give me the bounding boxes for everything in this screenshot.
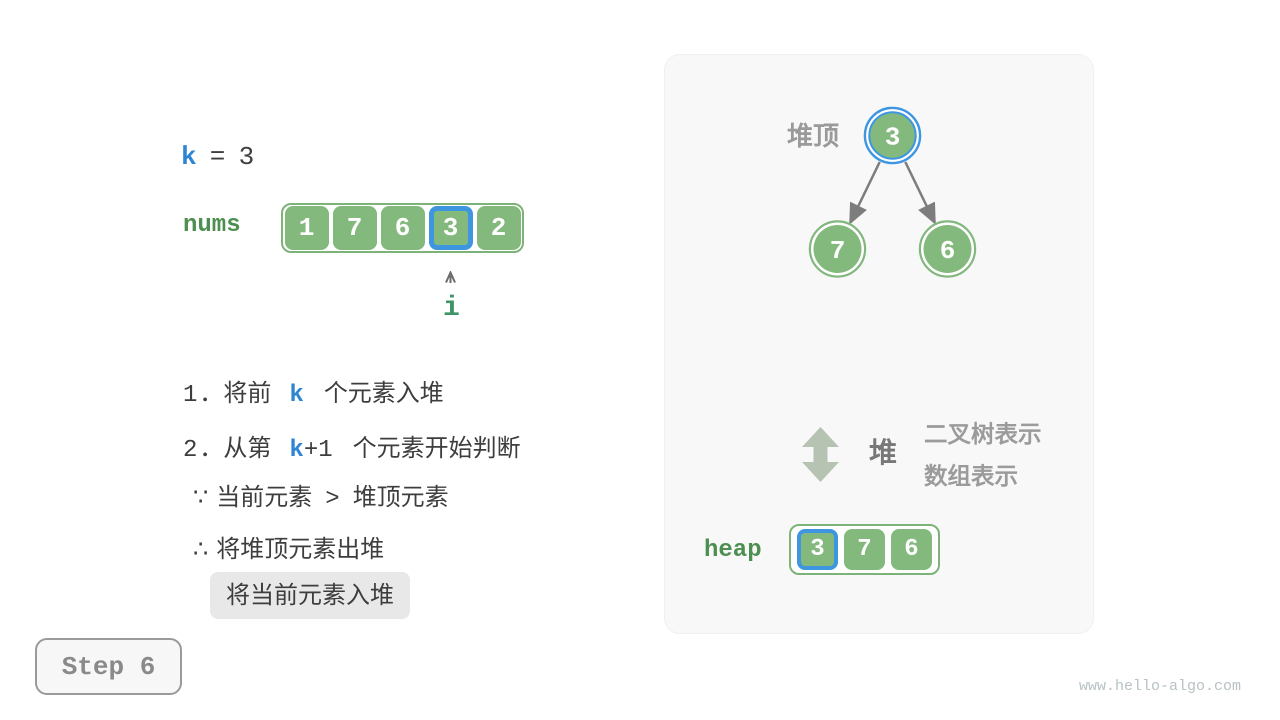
svg-text:3: 3 [885, 123, 901, 153]
svg-text:7: 7 [830, 236, 846, 266]
svg-text:6: 6 [940, 236, 956, 266]
